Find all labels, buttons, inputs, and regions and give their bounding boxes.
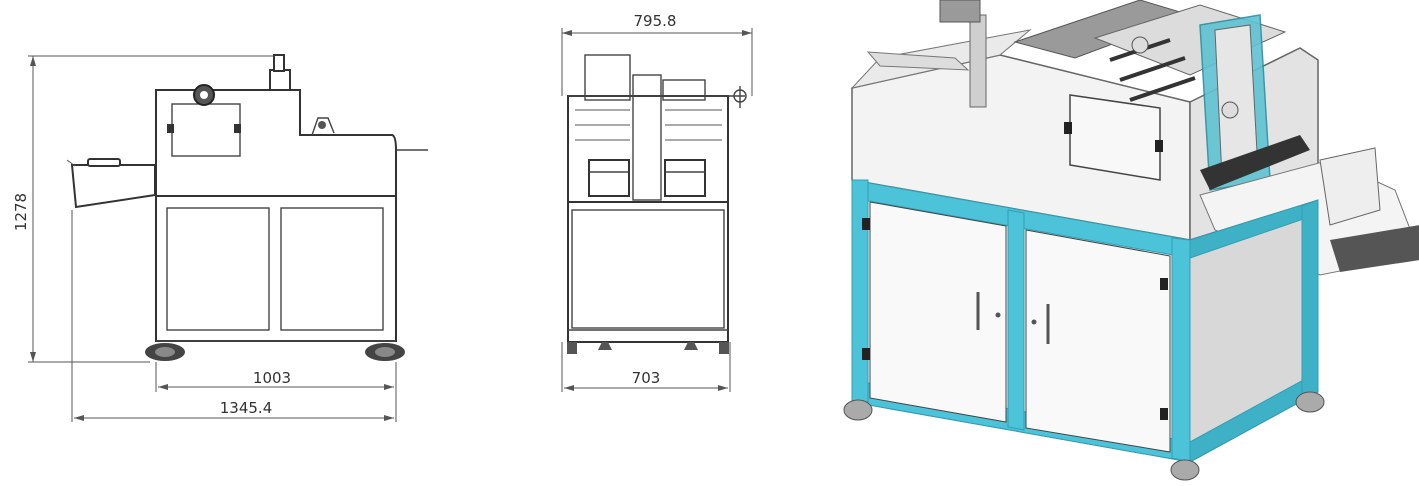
side-view: 1278 10 <box>12 54 428 422</box>
height-dimension-label: 1278 <box>12 193 30 231</box>
front-view: 795.8 703 <box>561 12 753 392</box>
depth-bottom-dimension-label: 703 <box>632 369 661 387</box>
inner-width-dimension-label: 1003 <box>253 369 291 387</box>
depth-top-dimension-label: 795.8 <box>634 12 677 30</box>
total-width-dimension-label: 1345.4 <box>220 399 273 417</box>
isometric-view <box>843 0 1419 481</box>
